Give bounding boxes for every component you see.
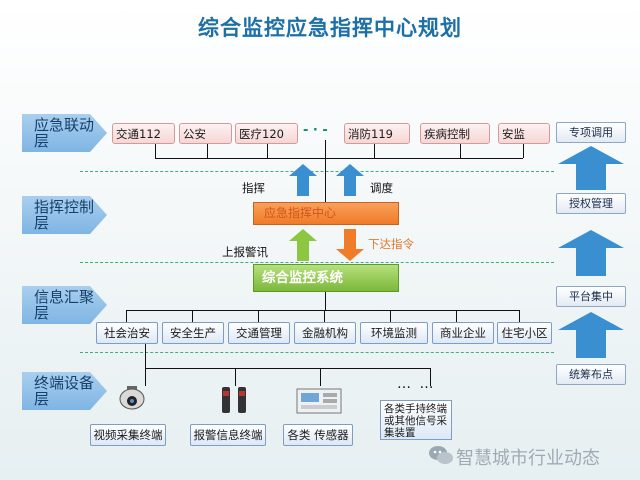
issue-label: 下达指令 xyxy=(368,237,414,251)
step-deployment: 统筹布点 xyxy=(556,364,626,385)
sector-finance: 金融机构 xyxy=(294,322,356,344)
connector xyxy=(430,368,431,386)
agency-police: 公安 xyxy=(179,123,232,144)
connector xyxy=(320,368,321,386)
connector xyxy=(155,144,156,158)
command-label: 指挥 xyxy=(242,181,265,195)
watermark-text: 智慧城市行业动态 xyxy=(456,448,600,469)
connector xyxy=(235,368,236,386)
terminal-video: 视频采集终端 xyxy=(90,424,166,446)
up-arrow-icon xyxy=(558,230,624,276)
connector xyxy=(145,344,146,369)
sector-public-security: 社会治安 xyxy=(96,322,158,344)
connector xyxy=(267,144,268,158)
command-center-box: 应急指挥中心 xyxy=(253,202,399,225)
step-authorization: 授权管理 xyxy=(556,193,626,214)
layer-label-terminal: 终端设备层 xyxy=(22,372,107,410)
step-platform-centralize: 平台集中 xyxy=(556,286,626,307)
connector xyxy=(207,144,208,158)
sector-traffic: 交通管理 xyxy=(228,322,290,344)
layer-label-emergency: 应急联动层 xyxy=(22,114,107,152)
divider xyxy=(80,262,554,263)
step-special-call: 专项调用 xyxy=(556,122,626,143)
sector-environment: 环境监测 xyxy=(360,322,428,344)
agency-bus xyxy=(155,158,523,159)
connector xyxy=(325,140,326,203)
terminal-bus xyxy=(145,368,431,369)
sector-work-safety: 安全生产 xyxy=(162,322,224,344)
monitor-system-box: 综合监控系统 xyxy=(253,264,399,292)
terminal-handheld: 各类手持终端或其他信号采集装置 xyxy=(380,400,452,440)
chat-logo-icon xyxy=(429,446,453,464)
camera-icon xyxy=(119,386,145,410)
dispatch-label: 调度 xyxy=(370,181,393,195)
connector xyxy=(192,310,193,322)
sensor-panel-icon xyxy=(296,388,342,414)
terminal-alarm: 报警信息终端 xyxy=(190,424,266,446)
connector xyxy=(460,144,461,158)
agency-disease: 疾病控制 xyxy=(420,123,490,144)
up-arrow-icon xyxy=(558,312,624,358)
connector xyxy=(523,144,524,158)
page-title: 综合监控应急指挥中心规划 xyxy=(198,16,462,40)
agency-medical: 医疗120 xyxy=(235,123,298,144)
connector xyxy=(456,310,457,322)
up-arrow-icon xyxy=(289,164,317,196)
divider xyxy=(80,352,554,353)
alarm-detector-icon xyxy=(222,387,246,413)
report-label: 上报警讯 xyxy=(222,245,268,259)
sector-bus xyxy=(126,310,519,311)
agency-traffic: 交通112 xyxy=(112,123,175,144)
agency-safety: 安监 xyxy=(498,123,550,144)
connector xyxy=(325,292,326,310)
connector xyxy=(324,310,325,322)
down-arrow-icon xyxy=(336,229,364,261)
up-arrow-icon xyxy=(336,164,364,196)
agency-fire: 消防119 xyxy=(344,123,410,144)
up-arrow-icon xyxy=(289,229,317,261)
sector-residential: 住宅小区 xyxy=(497,322,552,344)
sector-business: 商业企业 xyxy=(432,322,494,344)
ellipsis: … … xyxy=(397,376,436,392)
up-arrow-icon xyxy=(558,146,624,190)
layer-label-aggregation: 信息汇聚层 xyxy=(22,286,107,324)
layer-label-command: 指挥控制层 xyxy=(22,196,107,234)
divider xyxy=(80,171,554,172)
connector xyxy=(258,310,259,322)
connector xyxy=(390,310,391,322)
connector xyxy=(126,310,127,322)
connector xyxy=(519,310,520,322)
connector xyxy=(145,368,146,386)
connector xyxy=(374,144,375,158)
connector-mark: - · - xyxy=(303,123,328,138)
terminal-sensor: 各类 传感器 xyxy=(283,424,353,446)
